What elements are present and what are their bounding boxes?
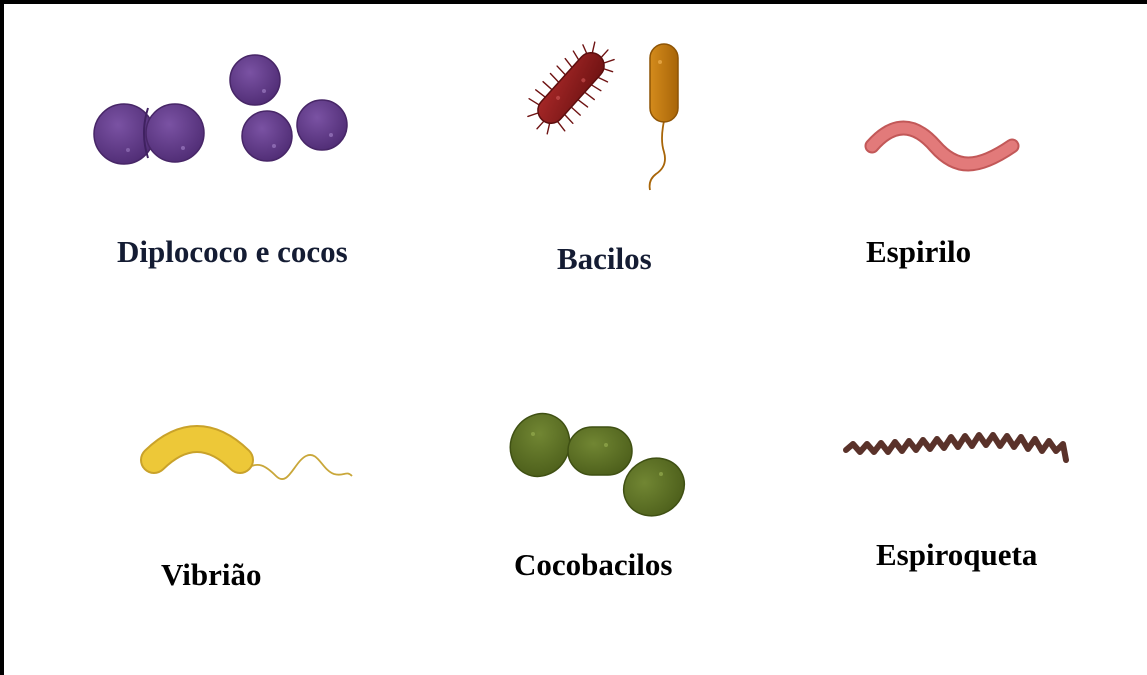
coccobacilli-cells: [499, 403, 694, 527]
label-espirilo: Espirilo: [866, 236, 971, 267]
label-vibriao: Vibrião: [161, 559, 261, 590]
flagellated-bacillus-red: [517, 32, 625, 144]
diplococcus-cell: [94, 104, 204, 164]
vibrio-cell: [154, 439, 352, 479]
label-bacilos: Bacilos: [557, 243, 652, 274]
label-espiroqueta: Espiroqueta: [876, 539, 1037, 570]
coccus-cells: [230, 55, 347, 161]
spirochete-cell: [846, 435, 1066, 460]
label-diplococo-e-cocos: Diplococo e cocos: [117, 236, 348, 267]
label-cocobacilos: Cocobacilos: [514, 549, 672, 580]
spirillum-highlight: [872, 128, 1012, 164]
flagellated-bacillus-orange: [650, 44, 678, 190]
